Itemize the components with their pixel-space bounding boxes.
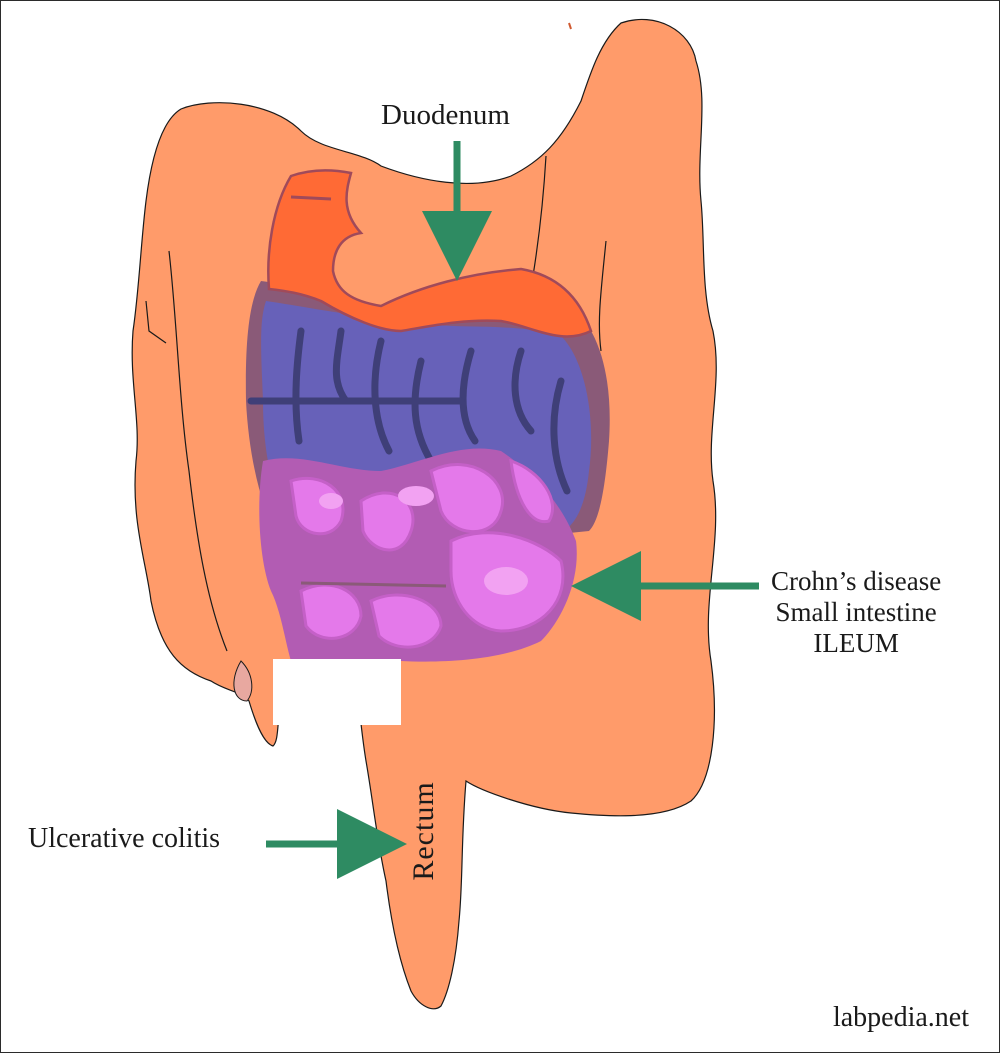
duodenum-label: Duodenum: [381, 99, 510, 132]
watermark: labpedia.net: [833, 1002, 969, 1034]
crohns-label-line1: Crohn’s disease: [771, 566, 941, 597]
crohns-label-line2: Small intestine: [771, 597, 941, 628]
colon-detail-line: [569, 23, 571, 29]
ulcerative-colitis-label: Ulcerative colitis: [28, 823, 220, 855]
crohns-label-line3: ILEUM: [771, 628, 941, 659]
rectum-label: Rectum: [407, 781, 442, 880]
crohns-label: Crohn’s disease Small intestine ILEUM: [771, 566, 941, 659]
stomach-outline: [291, 197, 331, 199]
blank-patch: [273, 659, 401, 725]
